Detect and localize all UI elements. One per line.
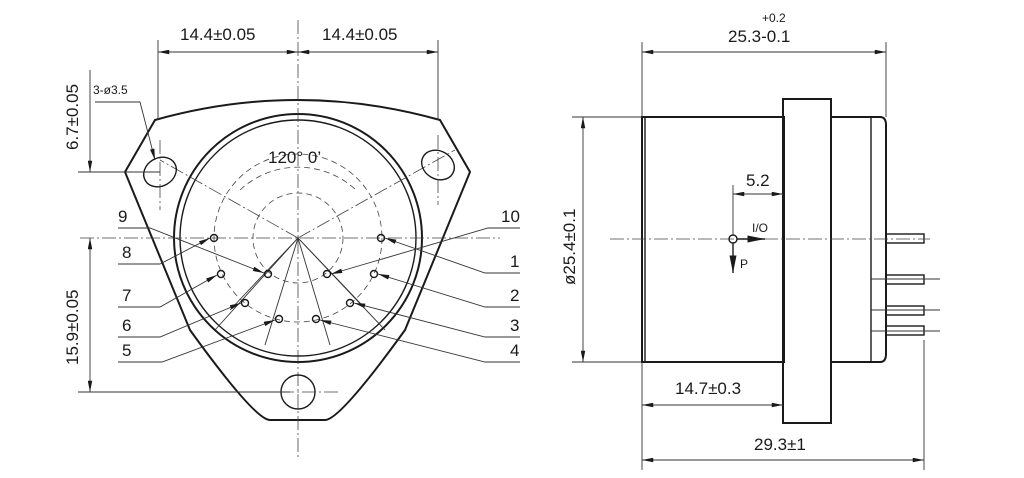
dim-body-length: 14.7±0.3 bbox=[675, 379, 741, 398]
dim-body-tolerance-upper: +0.2 bbox=[762, 11, 786, 25]
flange bbox=[782, 98, 832, 424]
dim-bottom-offset: 15.9±0.05 bbox=[63, 289, 82, 365]
dim-diameter: ø25.4±0.1 bbox=[560, 209, 579, 285]
pin-holes bbox=[209, 233, 386, 324]
dim-top-offset: 6.7±0.05 bbox=[63, 84, 82, 150]
pin-leaders-left bbox=[118, 227, 276, 363]
pin-7 bbox=[216, 269, 226, 279]
pin-label-9: 9 bbox=[118, 207, 127, 226]
hole-centerline-right bbox=[297, 149, 456, 239]
axis-label-io: I/O bbox=[752, 221, 768, 235]
dim-left-half-width: 14.4±0.05 bbox=[180, 25, 256, 44]
pin-label-6: 6 bbox=[122, 316, 131, 335]
dim-body-length-overall: 25.3-0.1 bbox=[728, 27, 790, 46]
angle-dimension: 120° 0’ bbox=[268, 148, 321, 167]
pin-1 bbox=[376, 233, 386, 243]
hole-centerline-left bbox=[159, 159, 299, 239]
pin-6 bbox=[240, 298, 250, 308]
pin-label-7: 7 bbox=[122, 286, 131, 305]
pin-3 bbox=[345, 298, 355, 308]
pin-4 bbox=[311, 314, 321, 324]
pin-10 bbox=[322, 269, 332, 279]
radial-lines bbox=[214, 237, 386, 346]
pin-label-8: 8 bbox=[122, 243, 131, 262]
angle-arc bbox=[239, 166, 357, 191]
pin-label-1: 1 bbox=[510, 252, 519, 271]
dim-right-half-width: 14.4±0.05 bbox=[322, 25, 398, 44]
pin-label-10: 10 bbox=[501, 207, 520, 226]
pin-8 bbox=[209, 233, 219, 243]
mount-hole-callout: 3-ø3.5 bbox=[93, 83, 128, 97]
flange-outline bbox=[123, 99, 472, 421]
dim-flange-offset: 5.2 bbox=[746, 171, 770, 190]
pin-label-2: 2 bbox=[510, 286, 519, 305]
pin-5 bbox=[274, 314, 284, 324]
front-view: 9 8 7 6 5 10 1 2 3 4 120° 0’ 14.4±0.05 1… bbox=[63, 20, 520, 460]
pin-9 bbox=[263, 269, 273, 279]
pin-leaders-right bbox=[319, 227, 520, 363]
side-view: I/O P 5.2 +0.2 25.3-0.1 ø25.4±0.1 14.7±0… bbox=[560, 11, 940, 470]
pin-label-4: 4 bbox=[510, 341, 519, 360]
rear-cap bbox=[831, 116, 887, 363]
dim-overall-length: 29.3±1 bbox=[754, 435, 806, 454]
connector-pins bbox=[885, 233, 925, 336]
axis-label-p: P bbox=[740, 257, 748, 271]
pin-2 bbox=[369, 269, 379, 279]
pin-label-3: 3 bbox=[510, 316, 519, 335]
pin-label-5: 5 bbox=[122, 341, 131, 360]
mount-hole-right bbox=[420, 149, 456, 181]
